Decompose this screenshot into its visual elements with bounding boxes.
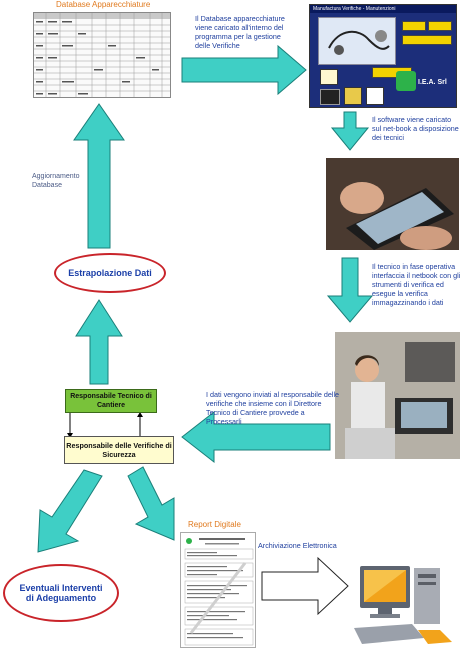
computer-image [348, 560, 460, 648]
safety-manager-label: Responsabile delle Verifiche di Sicurezz… [66, 441, 172, 459]
extraction-ellipse: Estrapolazione Dati [54, 253, 166, 293]
tech-manager-box: Responsabile Tecnico di Cantiere [65, 389, 157, 413]
arrow-report-to-computer [261, 556, 349, 616]
safety-manager-box: Responsabile delle Verifiche di Sicurezz… [64, 436, 174, 464]
tech-manager-label: Responsabile Tecnico di Cantiere [70, 393, 152, 409]
arrow-technician-to-managers [181, 410, 331, 464]
interventions-label: Eventuali Interventi di Adeguamento [19, 583, 103, 603]
report-document-image [180, 532, 256, 648]
update-caption: Aggiornamento Database [32, 173, 80, 189]
netbook-caption: Il software viene caricato sul net-book … [372, 115, 459, 142]
database-title: Database Apparecchiature [56, 0, 151, 9]
arrow-software-to-netbook [330, 111, 370, 151]
interventions-ellipse: Eventuali Interventi di Adeguamento [3, 564, 119, 622]
software-brand: I.E.A. Srl [418, 79, 447, 86]
arrow-managers-to-extraction [75, 299, 123, 385]
netbook-photo [326, 158, 459, 250]
software-screenshot: Manufactura Verifiche - Manutenzioni I.E… [309, 4, 457, 108]
database-caption: Il Database apparecchiature viene carica… [195, 14, 285, 50]
software-window-title: Manufactura Verifiche - Manutenzioni [310, 5, 456, 13]
archive-caption: Archiviazione Elettronica [258, 541, 337, 550]
stethoscope-icon [328, 30, 390, 55]
arrow-db-to-software [181, 44, 307, 96]
send-caption: I dati vengono inviati al responsabile d… [206, 390, 340, 426]
technician-photo [335, 332, 460, 459]
report-title: Report Digitale [188, 520, 241, 529]
database-spreadsheet-image [33, 12, 171, 98]
extraction-label: Estrapolazione Dati [68, 268, 152, 278]
arrow-to-interventions [37, 469, 103, 553]
computer-icon [354, 566, 452, 644]
arrow-to-report [127, 466, 175, 541]
arrow-extraction-to-database [73, 103, 125, 249]
technician-caption: Il tecnico in fase operativa interfaccia… [372, 262, 461, 307]
arrow-netbook-to-technician [326, 257, 374, 323]
